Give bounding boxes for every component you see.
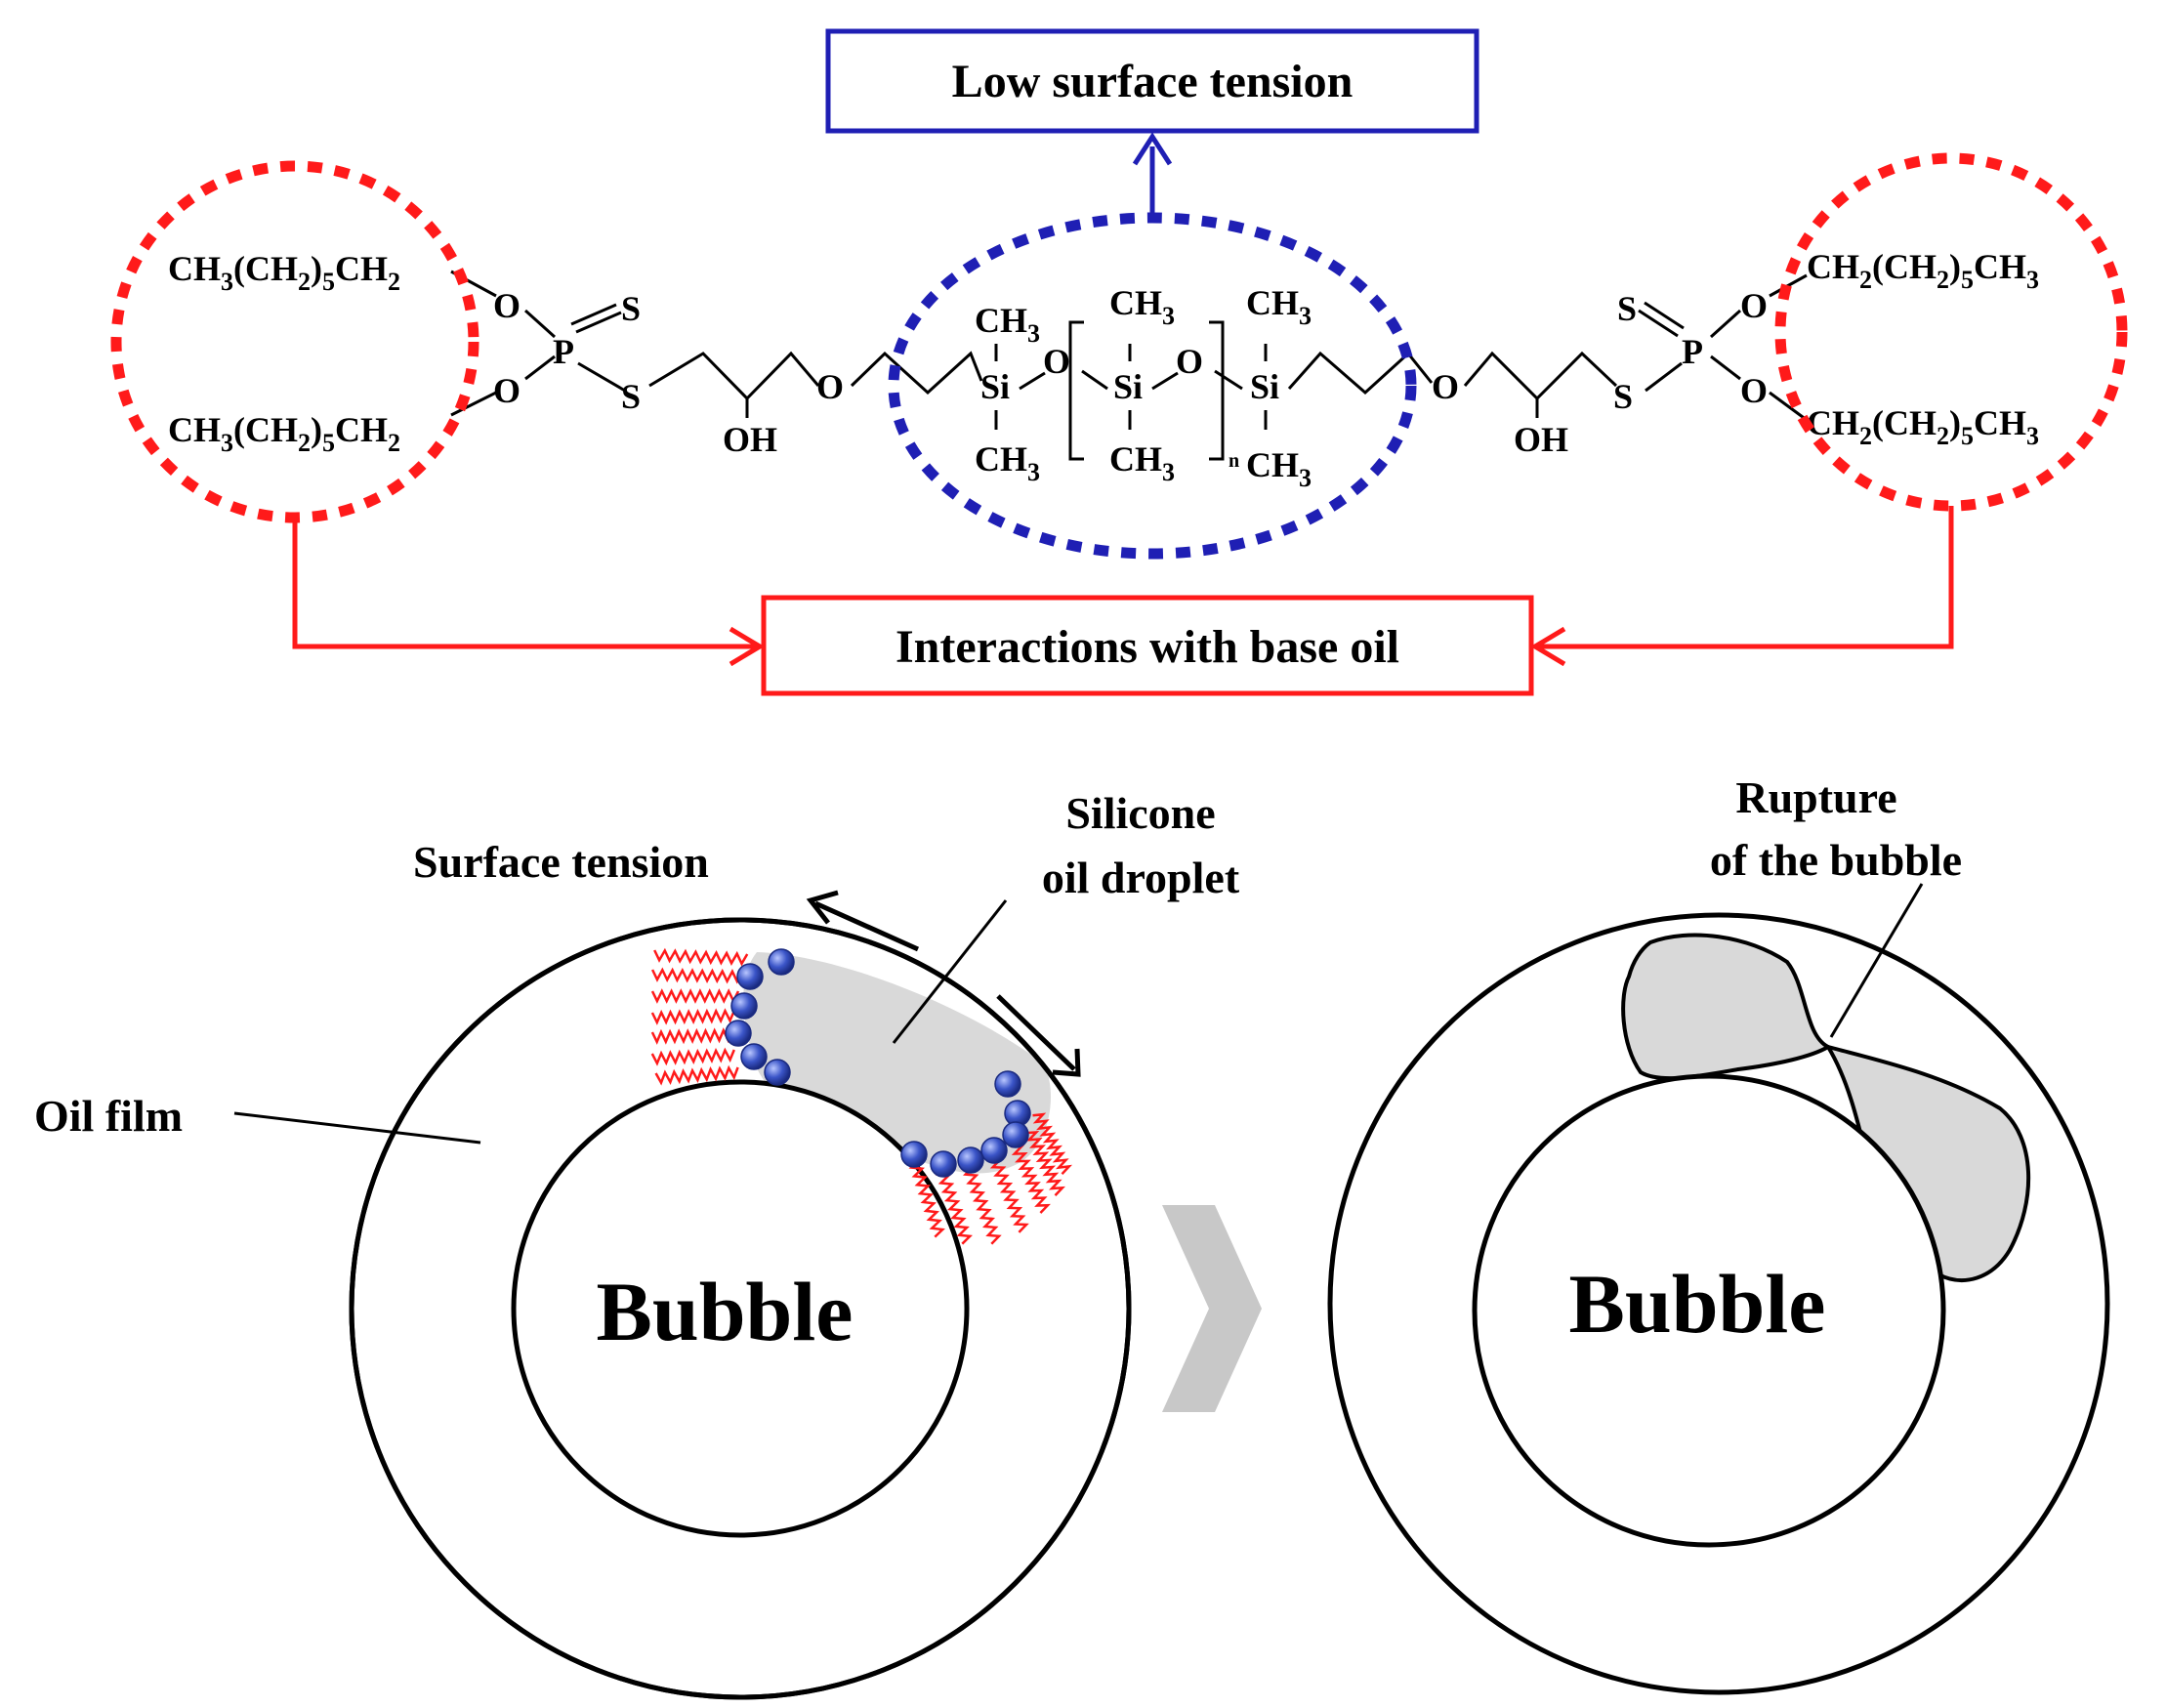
svg-text:O: O bbox=[816, 367, 844, 406]
ruptured-droplet-left-lobe bbox=[1621, 933, 1833, 1081]
left-chain-top: CH3(CH2)5CH2 bbox=[168, 249, 400, 296]
svg-text:CH3: CH3 bbox=[1109, 283, 1175, 330]
silicone-label-line2: oil droplet bbox=[1042, 853, 1240, 902]
bubble-label-right: Bubble bbox=[1569, 1257, 1826, 1351]
oil-film-label: Oil film bbox=[34, 1091, 183, 1141]
headgroup-sphere bbox=[994, 1070, 1021, 1098]
blue-sphere-headgroups bbox=[725, 948, 1031, 1178]
svg-text:Si: Si bbox=[980, 367, 1010, 406]
svg-text:P: P bbox=[1682, 332, 1703, 371]
left-red-dotted-ellipse bbox=[110, 160, 479, 523]
red-connector-right bbox=[1530, 506, 1954, 667]
up-arrow bbox=[1132, 132, 1173, 217]
svg-text:S: S bbox=[1613, 377, 1633, 416]
svg-text:n: n bbox=[1229, 450, 1239, 472]
hydrocarbon-tail bbox=[653, 947, 749, 967]
headgroup-sphere bbox=[764, 1059, 791, 1086]
svg-text:Si: Si bbox=[1113, 367, 1143, 406]
molecule-bonds bbox=[450, 270, 1808, 461]
right-chain-bottom: CH2(CH2)5CH3 bbox=[1807, 403, 2039, 450]
surface-tension-arrow-right bbox=[996, 994, 1081, 1077]
svg-text:O: O bbox=[1043, 342, 1070, 381]
svg-text:CH3: CH3 bbox=[975, 301, 1040, 348]
center-blue-dotted-ellipse bbox=[888, 212, 1417, 560]
headgroup-sphere bbox=[1002, 1121, 1029, 1148]
rupture-label-line1: Rupture bbox=[1735, 772, 1896, 822]
hydrocarbon-tail bbox=[1025, 1130, 1066, 1196]
svg-text:S: S bbox=[1617, 289, 1637, 328]
hydrocarbon-tail bbox=[650, 1027, 734, 1045]
hydrocarbon-tail bbox=[908, 1157, 945, 1238]
svg-text:O: O bbox=[1740, 371, 1768, 410]
headgroup-sphere bbox=[736, 963, 764, 990]
hydrocarbon-tail bbox=[650, 1047, 735, 1066]
headgroup-sphere bbox=[957, 1146, 984, 1174]
silicone-leader-line bbox=[892, 899, 1008, 1044]
hydrocarbon-tail bbox=[654, 1064, 739, 1086]
red-hydrocarbon-tails bbox=[650, 947, 1073, 1245]
low-surface-tension-label: Low surface tension bbox=[952, 56, 1354, 107]
svg-text:O: O bbox=[493, 286, 521, 325]
svg-text:P: P bbox=[553, 332, 574, 371]
svg-text:CH3(CH2)5CH2: CH3(CH2)5CH2 bbox=[168, 410, 400, 457]
rupture-label-line2: of the bubble bbox=[1710, 835, 1962, 885]
left-chain-bottom: CH3(CH2)5CH2 bbox=[168, 410, 400, 457]
interactions-label: Interactions with base oil bbox=[896, 621, 1399, 673]
svg-text:CH2(CH2)5CH3: CH2(CH2)5CH3 bbox=[1807, 403, 2039, 450]
svg-text:S: S bbox=[621, 289, 641, 328]
silicone-label-line1: Silicone bbox=[1065, 788, 1215, 838]
hydrocarbon-tail bbox=[989, 1157, 1029, 1233]
hydrocarbon-tail bbox=[1011, 1145, 1051, 1214]
hydrocarbon-tail bbox=[962, 1164, 1002, 1245]
headgroup-sphere bbox=[725, 1020, 752, 1047]
rupture-leader-line bbox=[1829, 883, 1924, 1038]
svg-text:CH3: CH3 bbox=[1246, 283, 1312, 330]
svg-text:O: O bbox=[493, 371, 521, 410]
headgroup-sphere bbox=[930, 1150, 957, 1178]
headgroup-sphere bbox=[730, 992, 758, 1020]
svg-text:O: O bbox=[1740, 286, 1768, 325]
surface-tension-label: Surface tension bbox=[413, 837, 709, 887]
red-connector-left bbox=[292, 521, 765, 667]
hydrocarbon-tail bbox=[650, 988, 740, 1004]
svg-text:O: O bbox=[1176, 342, 1203, 381]
oil-film-outline-left bbox=[349, 917, 1132, 1700]
surface-tension-arrow-left bbox=[806, 890, 920, 952]
headgroup-sphere bbox=[768, 948, 795, 976]
low-surface-tension-box: Low surface tension bbox=[825, 28, 1479, 134]
svg-text:O: O bbox=[1432, 367, 1459, 406]
svg-text:CH3: CH3 bbox=[975, 439, 1040, 486]
right-chain-top: CH2(CH2)5CH3 bbox=[1807, 247, 2039, 294]
oil-film-leader-line bbox=[233, 1111, 481, 1145]
svg-text:S: S bbox=[621, 377, 641, 416]
molecule-atoms: O O P S S OH O Si O Si O Si n O OH S S P… bbox=[493, 283, 1768, 492]
svg-text:CH2(CH2)5CH3: CH2(CH2)5CH3 bbox=[1807, 247, 2039, 294]
svg-text:CH3: CH3 bbox=[1109, 439, 1175, 486]
svg-text:OH: OH bbox=[1514, 420, 1568, 459]
hydrocarbon-tail bbox=[1032, 1112, 1073, 1176]
right-red-dotted-ellipse bbox=[1774, 152, 2128, 512]
interactions-box: Interactions with base oil bbox=[761, 595, 1534, 696]
svg-text:CH3: CH3 bbox=[1246, 445, 1312, 492]
bubble-label-left: Bubble bbox=[597, 1265, 854, 1358]
svg-text:OH: OH bbox=[723, 420, 777, 459]
bubble-inner-circle-right bbox=[1472, 1073, 1946, 1548]
headgroup-sphere bbox=[980, 1137, 1008, 1164]
transition-chevron bbox=[1162, 1205, 1262, 1412]
svg-text:Si: Si bbox=[1250, 367, 1279, 406]
bubble-inner-circle-left bbox=[511, 1079, 970, 1538]
hydrocarbon-tail bbox=[650, 967, 744, 984]
svg-text:CH3(CH2)5CH2: CH3(CH2)5CH2 bbox=[168, 249, 400, 296]
headgroup-sphere bbox=[740, 1043, 768, 1070]
hydrocarbon-tail bbox=[650, 1008, 736, 1025]
headgroup-sphere bbox=[900, 1141, 928, 1168]
